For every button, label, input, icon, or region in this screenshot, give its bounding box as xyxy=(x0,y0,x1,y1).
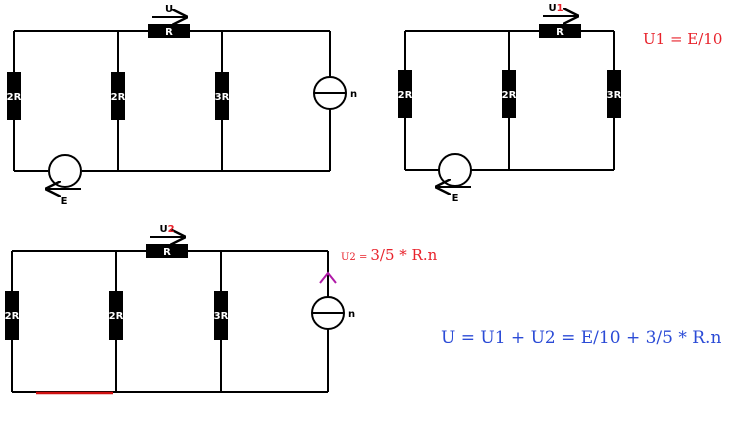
circuit-3: R U2 2R 2R 3R n U2 =3/5 * R.n xyxy=(5,224,438,395)
equation-u2: U2 =3/5 * R.n xyxy=(341,246,438,264)
svg-text:E: E xyxy=(61,196,68,207)
equation-u1: U1 = E/10 xyxy=(643,30,722,48)
voltage-source-e: E xyxy=(437,153,472,204)
current-direction-icon xyxy=(319,271,337,284)
voltage-label: U xyxy=(165,4,173,15)
voltage-label: U1 xyxy=(548,3,563,14)
svg-text:R: R xyxy=(163,247,171,258)
svg-text:2R: 2R xyxy=(111,92,126,103)
current-source-n: n xyxy=(313,76,357,110)
circuit-1: R U 2R 2R 3R E n xyxy=(7,4,357,207)
resistor-r: R xyxy=(148,24,190,38)
result-equation: U = U1 + U2 = E/10 + 3/5 * R.n xyxy=(441,328,721,348)
resistor-r: R xyxy=(146,244,188,258)
resistor-3r: 3R xyxy=(607,70,622,118)
resistor-r: R xyxy=(539,24,581,38)
resistor-2r-middle: 2R xyxy=(111,72,126,120)
svg-text:2R: 2R xyxy=(398,90,413,101)
svg-text:R: R xyxy=(556,27,564,38)
svg-text:E: E xyxy=(452,193,459,204)
resistor-2r-left: 2R xyxy=(398,70,413,118)
resistor-2r-middle: 2R xyxy=(109,291,124,340)
svg-text:2R: 2R xyxy=(5,311,20,322)
circuit-2: R U1 2R 2R 3R E U1 = E/10 xyxy=(398,3,723,204)
svg-text:3R: 3R xyxy=(215,92,230,103)
current-source-n: n xyxy=(311,296,355,330)
resistor-2r-left: 2R xyxy=(7,72,22,120)
resistor-2r-middle: 2R xyxy=(502,70,517,118)
svg-text:2R: 2R xyxy=(109,311,124,322)
svg-text:2R: 2R xyxy=(7,92,22,103)
svg-text:n: n xyxy=(348,309,355,320)
svg-text:3R: 3R xyxy=(214,311,229,322)
svg-text:R: R xyxy=(165,27,173,38)
resistor-2r-left: 2R xyxy=(5,291,20,340)
resistor-3r: 3R xyxy=(215,72,230,120)
svg-text:2R: 2R xyxy=(502,90,517,101)
voltage-label: U2 xyxy=(159,224,174,235)
svg-text:n: n xyxy=(350,89,357,100)
svg-text:3R: 3R xyxy=(607,90,622,101)
resistor-3r: 3R xyxy=(214,291,229,340)
voltage-source-e: E xyxy=(47,154,82,207)
